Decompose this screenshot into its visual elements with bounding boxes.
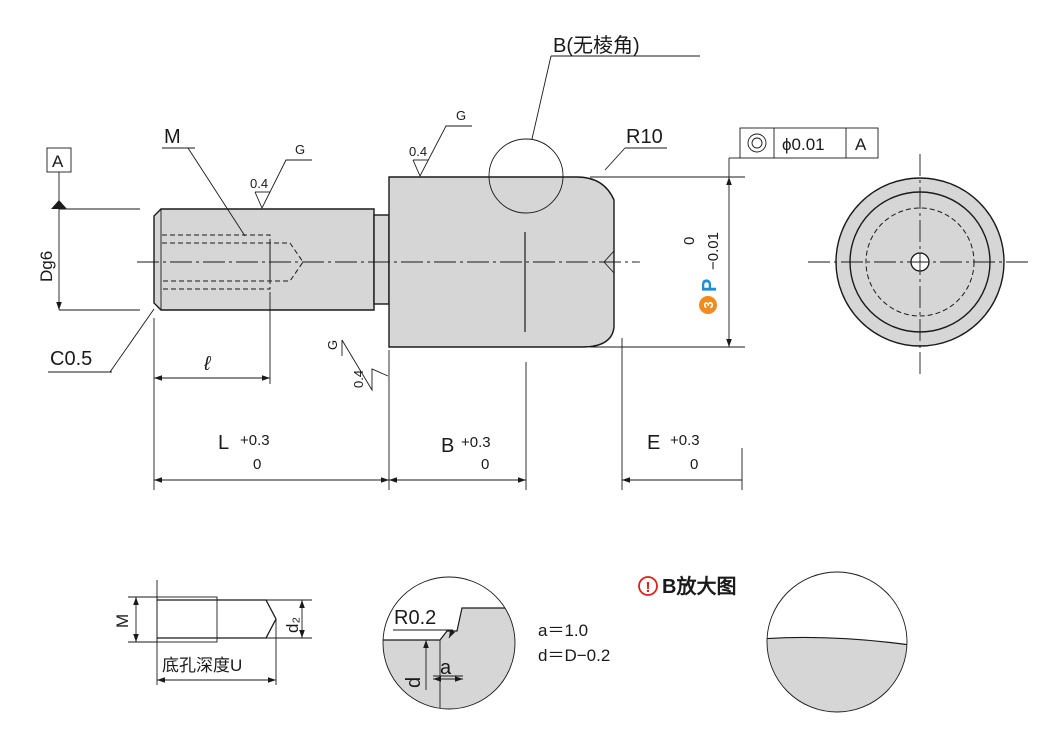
p-badge bbox=[699, 296, 717, 314]
svg-text:+0.3: +0.3 bbox=[670, 432, 700, 449]
svg-text:!: ! bbox=[646, 579, 651, 596]
tap-depth-label: 底孔深度U bbox=[162, 656, 242, 675]
tap-m-label: M bbox=[113, 614, 132, 628]
detail-callout-label: B(无棱角) bbox=[553, 34, 640, 57]
svg-text:0: 0 bbox=[481, 456, 489, 473]
tolerance-frame: ϕ0.01 A bbox=[739, 127, 879, 159]
roughness-symbol-shank: 0.4 G bbox=[250, 142, 312, 210]
radius-label: R10 bbox=[626, 126, 663, 148]
undercut-d-label: d bbox=[403, 677, 425, 688]
svg-text:G: G bbox=[295, 142, 305, 157]
tap-detail: M d₂ 底孔深度U bbox=[113, 580, 312, 685]
undercut-detail: R0.2 d a bbox=[382, 576, 516, 710]
datum-a-label: A bbox=[52, 152, 64, 171]
formula-a: a＝1.0 bbox=[538, 621, 588, 640]
thread-label: M bbox=[164, 126, 181, 148]
main-part bbox=[137, 176, 640, 348]
undercut-radius: R0.2 bbox=[394, 607, 436, 629]
thread-length-label: ℓ bbox=[203, 353, 212, 375]
svg-text:0.4: 0.4 bbox=[351, 370, 366, 388]
svg-text:G: G bbox=[456, 108, 466, 123]
chamfer-label: C0.5 bbox=[50, 348, 92, 370]
svg-text:E: E bbox=[647, 432, 660, 454]
svg-text:0: 0 bbox=[681, 237, 698, 245]
svg-text:0: 0 bbox=[690, 456, 698, 473]
undercut-a-label: a bbox=[440, 657, 452, 679]
dim-B: B +0.3 0 bbox=[441, 434, 491, 473]
svg-text:3: 3 bbox=[701, 301, 716, 308]
svg-text:+0.3: +0.3 bbox=[240, 432, 270, 449]
svg-text:L: L bbox=[218, 432, 229, 454]
tolerance-value: ϕ0.01 bbox=[782, 135, 825, 154]
roughness-symbol-shoulder: 0.4 G bbox=[325, 339, 389, 392]
svg-text:B: B bbox=[441, 435, 454, 457]
formula-d: d＝D−0.2 bbox=[538, 646, 610, 665]
neck bbox=[373, 214, 390, 305]
svg-text:−0.01: −0.01 bbox=[705, 232, 722, 270]
end-view bbox=[808, 154, 1030, 378]
svg-text:0: 0 bbox=[253, 456, 261, 473]
svg-text:+0.3: +0.3 bbox=[461, 434, 491, 451]
dim-E: E +0.3 0 bbox=[647, 432, 700, 473]
svg-text:G: G bbox=[325, 340, 340, 350]
alert-icon bbox=[638, 576, 658, 596]
datum-triangle bbox=[51, 200, 67, 209]
b-enlarged-view bbox=[766, 571, 908, 713]
roughness-symbol-head: 0.4 G bbox=[409, 108, 472, 178]
b-enlarged-title: ! B放大图 bbox=[638, 574, 736, 598]
tolerance-datum: A bbox=[855, 135, 867, 154]
p-label: P bbox=[699, 279, 721, 292]
svg-text:B放大图: B放大图 bbox=[662, 574, 736, 598]
diameter-dimension: Dg6 bbox=[37, 251, 56, 282]
svg-text:0.4: 0.4 bbox=[250, 176, 268, 191]
threaded-shank bbox=[153, 208, 375, 311]
dim-P: 3 P 0 −0.01 bbox=[681, 232, 722, 314]
detail-b-circle bbox=[488, 138, 564, 214]
dim-L: L +0.3 0 bbox=[218, 432, 270, 473]
svg-text:0.4: 0.4 bbox=[409, 144, 427, 159]
tap-d2-label: d₂ bbox=[283, 617, 302, 633]
